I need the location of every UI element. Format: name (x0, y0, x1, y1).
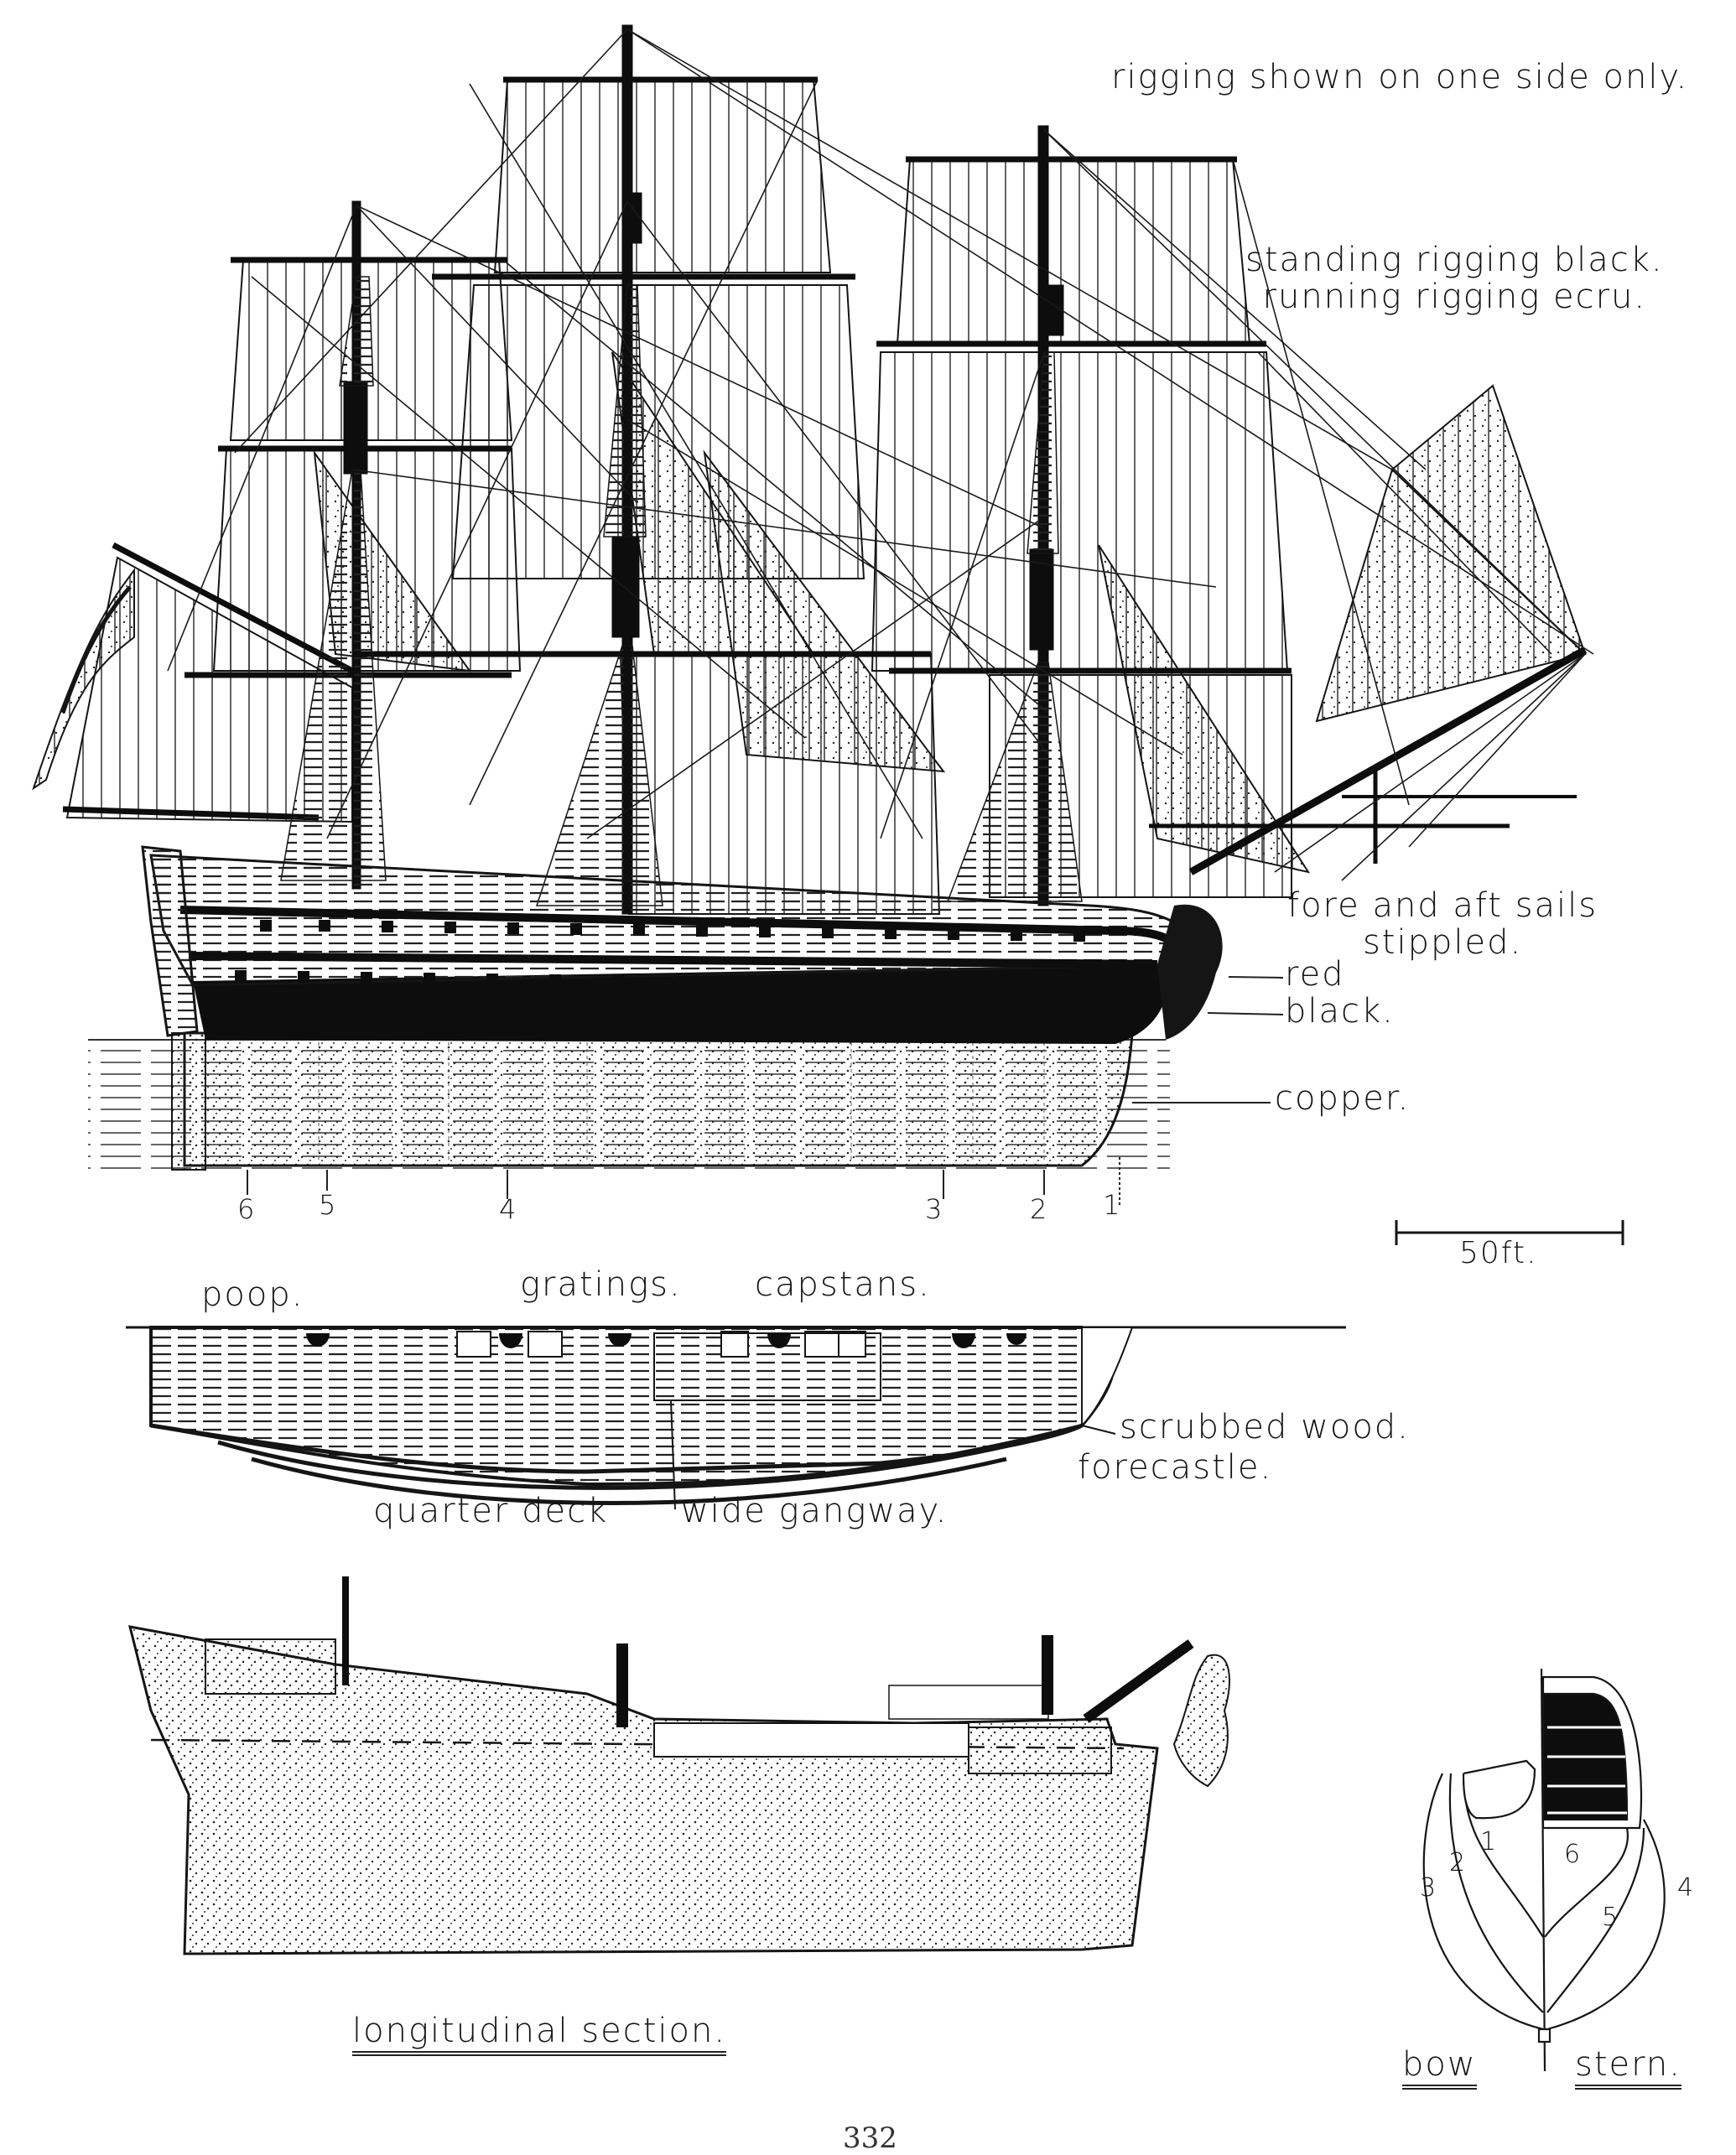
label-leaders (1132, 976, 1284, 1103)
flying-jib (1390, 384, 1586, 655)
label-forecastle: forecastle. (1078, 1448, 1273, 1487)
label-poop: poop. (201, 1275, 304, 1314)
body-plan (1422, 1668, 1666, 2072)
label-capstans: capstans. (755, 1265, 931, 1304)
stern-gallery (141, 845, 199, 1037)
section-title: longitudinal section. (352, 2012, 727, 2056)
station-6 (1544, 1827, 1629, 1938)
note-rigging-one-side: rigging shown on one side only. (1111, 58, 1689, 96)
label-stern: stern. (1575, 2046, 1681, 2090)
square-sails (65, 79, 1292, 915)
label-copper: copper. (1275, 1079, 1411, 1118)
label-gratings: gratings. (520, 1265, 682, 1304)
black-wales (193, 964, 1168, 1044)
longitudinal-section (127, 1576, 1230, 1955)
station-4 (1546, 1819, 1666, 2031)
fore-royal-sail (896, 158, 1251, 345)
body-station-4: 4 (1677, 1873, 1696, 1903)
label-red: red (1285, 955, 1345, 994)
ensign-flag (32, 567, 135, 791)
main-royal-sail (493, 79, 832, 273)
fore-topgallant-sail (871, 351, 1289, 672)
frame-mark-2: 2 (1030, 1193, 1049, 1225)
scale-bar-label: 50ft. (1459, 1236, 1538, 1270)
label-scrubbed-wood: scrubbed wood. (1120, 1408, 1410, 1446)
scale-bar (1395, 1220, 1624, 1245)
body-station-5: 5 (1602, 1903, 1620, 1932)
note-standing-rigging: standing rigging black. (1245, 241, 1664, 279)
station-3 (1422, 1773, 1544, 2031)
note-rigging-colors: standing rigging black. running rigging … (1245, 241, 1664, 315)
figurehead (1157, 904, 1223, 1040)
frame-station-ticks (247, 1157, 1120, 1207)
yards (62, 76, 1588, 875)
frame-mark-3: 3 (925, 1193, 944, 1225)
staysail-2 (1098, 544, 1311, 874)
frame-mark-4: 4 (499, 1193, 518, 1225)
body-station-1: 1 (1480, 1827, 1499, 1856)
label-quarter-deck: quarter deck (373, 1492, 609, 1530)
note-fore-aft-line1: fore and aft sails (1287, 886, 1598, 925)
shrouds (280, 276, 1083, 906)
sail-plan (32, 24, 1594, 915)
station-5 (1546, 1827, 1645, 2013)
deck-plan (126, 1326, 1346, 1510)
body-station-3: 3 (1420, 1873, 1438, 1903)
label-wide-gangway: wide gangway. (681, 1492, 949, 1530)
hull-elevation (88, 845, 1284, 1207)
gunports (235, 920, 1127, 994)
copper-bottom (183, 1031, 1134, 1167)
note-running-rigging: running rigging ecru. (1262, 278, 1647, 316)
body-station-2: 2 (1449, 1848, 1468, 1877)
frame-mark-6: 6 (237, 1193, 257, 1225)
label-bow: bow (1402, 2046, 1477, 2090)
frame-mark-5: 5 (319, 1189, 338, 1221)
note-fore-aft-sails: fore and aft sails stippled. (1287, 887, 1598, 961)
station-2 (1448, 1773, 1544, 2013)
page-number: 332 (843, 2121, 897, 2155)
body-station-6: 6 (1564, 1840, 1583, 1869)
note-fore-aft-line2: stippled. (1362, 923, 1523, 962)
frame-mark-1: 1 (1103, 1189, 1122, 1221)
label-black: black. (1285, 992, 1395, 1031)
